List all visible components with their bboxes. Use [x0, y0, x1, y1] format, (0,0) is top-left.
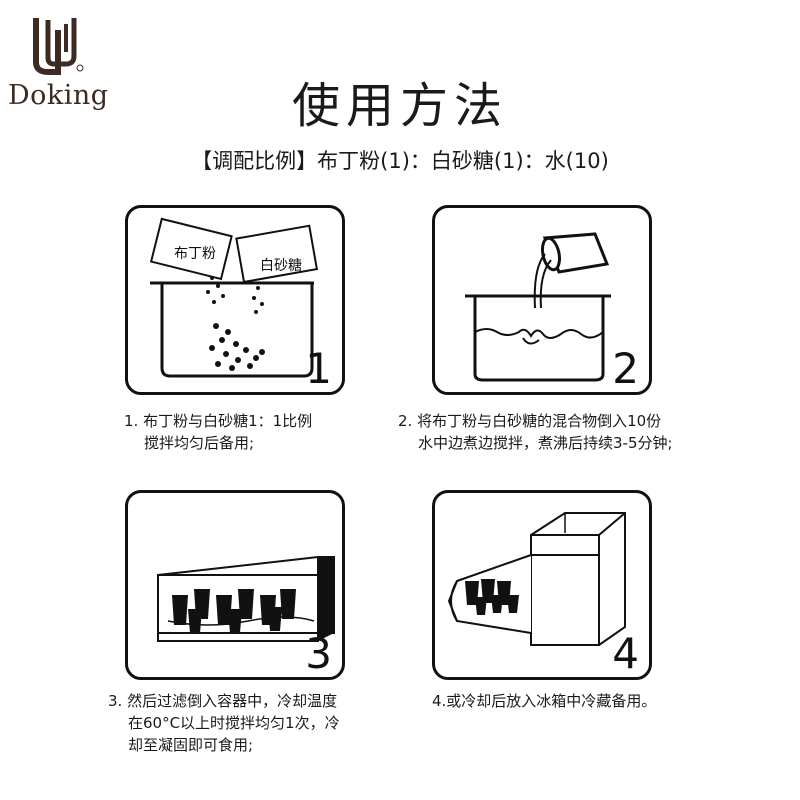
caption-line: 却至凝固即可食用; — [128, 736, 254, 754]
step-number: 2 — [612, 344, 639, 393]
caption-line: 水中边煮边搅拌，煮沸后持续3-5分钟; — [418, 434, 673, 452]
caption-line: 4.或冷却后放入冰箱中冷藏备用。 — [432, 692, 657, 710]
caption-line: 2. 将布丁粉与白砂糖的混合物倒入10份 — [398, 412, 662, 430]
packet-1-label: 布丁粉 — [174, 246, 216, 262]
powder-particles-icon — [206, 276, 265, 371]
step-4-caption: 4.或冷却后放入冰箱中冷藏备用。 — [432, 690, 656, 712]
brand-name: Doking — [8, 80, 109, 111]
step-2-panel: 2 — [432, 205, 652, 395]
pudding-cups-icon — [465, 579, 519, 615]
caption-line: 搅拌均匀后备用; — [144, 434, 255, 452]
caption-line: 3. 然后过滤倒入容器中，冷却温度 — [108, 692, 338, 710]
pot-with-water-icon — [465, 294, 611, 382]
tray-with-cups-icon — [157, 556, 335, 642]
pudding-powder-packet-icon — [149, 217, 233, 281]
brand-logo — [8, 10, 118, 120]
step-1-caption: 1. 布丁粉与白砂糖1：1比例 搅拌均匀后备用; — [124, 410, 312, 454]
caption-line: 在60°C以上时搅拌均匀1次，冷 — [128, 714, 340, 732]
page-title: 使用方法 — [291, 78, 508, 134]
mix-ratio: 【调配比例】布丁粉(1)：白砂糖(1)：水(10) — [191, 149, 609, 173]
sugar-packet-icon — [235, 224, 319, 284]
step-1-panel: 布丁粉 白砂糖 1 — [125, 205, 345, 395]
pouring-cup-icon — [533, 232, 610, 309]
pot-icon — [150, 281, 314, 378]
step-number: 3 — [305, 629, 332, 678]
step-3-caption: 3. 然后过滤倒入容器中，冷却温度 在60°C以上时搅拌均匀1次，冷 却至凝固即… — [108, 690, 340, 756]
step-number: 4 — [612, 629, 639, 678]
step-4-panel: 4 — [432, 490, 652, 680]
step-number: 1 — [305, 344, 332, 393]
refrigerator-icon — [530, 512, 626, 646]
step-3-panel: 3 — [125, 490, 345, 680]
caption-line: 1. 布丁粉与白砂糖1：1比例 — [124, 412, 313, 430]
logo-mark-icon — [33, 18, 84, 75]
packet-2-label: 白砂糖 — [260, 258, 302, 274]
step-2-caption: 2. 将布丁粉与白砂糖的混合物倒入10份 水中边煮边搅拌，煮沸后持续3-5分钟; — [398, 410, 673, 454]
